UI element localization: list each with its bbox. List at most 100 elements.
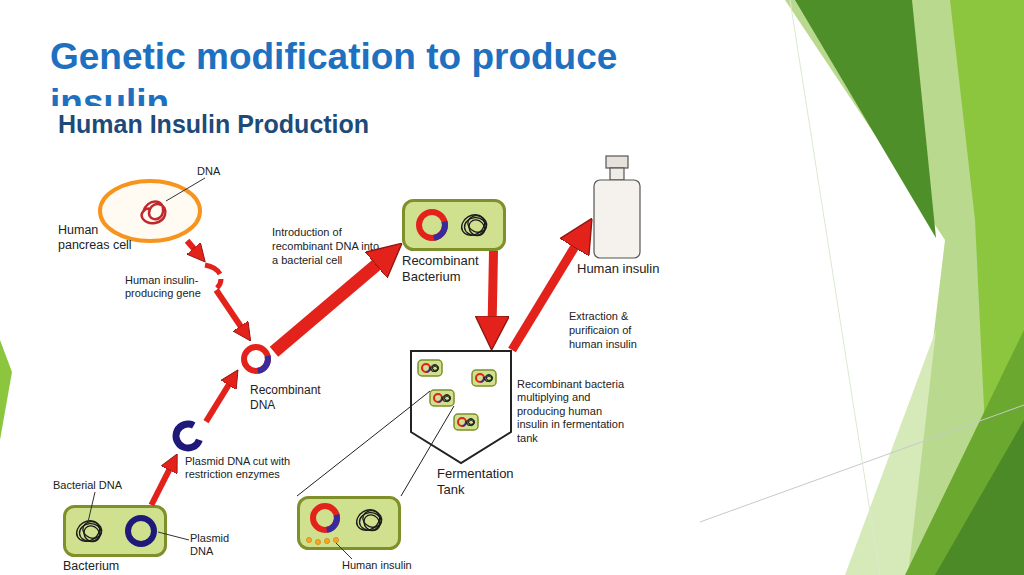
leader-line [336, 543, 352, 559]
node-label: Bacterium [63, 559, 153, 574]
arrow-label: Extraction & purificaion of human insuli… [569, 310, 661, 351]
recombinant-dna: Recombinant DNA [238, 341, 274, 377]
node-label: Recombinant DNA [250, 383, 324, 412]
insulin-dot [315, 539, 320, 544]
bacterial-dna-loop [441, 393, 451, 403]
bacterial-dna-loop [465, 417, 475, 427]
decor-line [790, 0, 880, 575]
bacterial-dna-loop [432, 365, 439, 372]
bottle-cap [606, 156, 628, 168]
bacterial-dna-loop [444, 395, 451, 402]
green-sliver [0, 340, 12, 440]
node-label: Recombinant bacteria multiplying and pro… [517, 378, 629, 445]
green-band [785, 0, 1024, 575]
node-shape [170, 418, 206, 454]
bacterial-dna-loop [429, 363, 439, 373]
cell-membrane [100, 181, 200, 241]
decor-line [700, 405, 1024, 522]
light-green-wedge [845, 330, 936, 575]
zoom-line [410, 391, 430, 407]
zoom-line [401, 406, 454, 496]
bacterial-dna-loop [486, 375, 493, 382]
bacterium-wall [299, 498, 400, 549]
node-shape [238, 341, 274, 377]
gene-fragment: Human insulin-producing gene [203, 262, 225, 290]
flow-arrow [216, 290, 250, 341]
leader-line [88, 492, 95, 522]
node-label: DNA [197, 165, 237, 178]
pancreas-cell: DNAHuman pancreas cell [97, 178, 203, 244]
node-label: Human insulin [577, 261, 677, 277]
recombinant-ring [421, 363, 431, 373]
bacterium-wall [418, 360, 442, 376]
node-shape [97, 178, 203, 244]
recombinant-ring [433, 393, 443, 403]
bacterial-dna-loop [353, 506, 383, 535]
node-label: Human pancreas cell [58, 223, 134, 254]
bottle-body [594, 180, 640, 258]
node-label: Human insulin [342, 559, 442, 572]
flow-arrow [297, 407, 410, 496]
insulin-dot [324, 538, 329, 543]
cut-plasmid [173, 420, 203, 451]
node-label: Human insulin-producing gene [125, 274, 225, 301]
green-wedge [905, 330, 1024, 575]
plasmid-ring [125, 515, 157, 547]
bacterium-wall [454, 414, 478, 430]
gene-fragment [217, 279, 221, 288]
flow-arrow [512, 218, 592, 350]
node-shape [592, 156, 642, 260]
bacterial-dna-loop [468, 419, 475, 426]
dna-squiggle [142, 202, 166, 224]
bacterial-dna-loop [466, 217, 488, 239]
bacterial-dna-loop [73, 517, 103, 546]
recombinant-ring [310, 503, 340, 533]
node-shape [410, 350, 512, 464]
bottle-neck [610, 168, 624, 180]
insulin-gene-segment [326, 514, 340, 533]
bacterium-wall [472, 370, 496, 386]
gene-fragment [205, 265, 220, 274]
bacterial-dna-loop [81, 523, 103, 545]
leader-line [166, 178, 205, 201]
node-shape [203, 262, 225, 290]
insulin-gene-segment [433, 221, 448, 241]
node-label: Bacterial DNA [53, 479, 143, 492]
tank-outline [411, 351, 511, 463]
insulin-dot [333, 537, 338, 542]
recombinant-bacterium: Recombinant Bacterium [402, 199, 506, 251]
diagram-heading: Human Insulin Production [58, 110, 478, 139]
bacterium: Bacterial DNAPlasmid DNABacterium [63, 505, 167, 557]
bacterial-dna-loop [483, 373, 493, 383]
flow-arrow [206, 370, 238, 422]
node-shape [402, 199, 506, 251]
bacterial-dna-loop [458, 211, 488, 240]
node-label: Plasmid DNA cut with restriction enzymes [185, 455, 310, 482]
insulin-gene-segment [257, 355, 271, 374]
arrow-label: Introduction of recombinant DNA into a b… [272, 226, 380, 267]
fermentation-tank: Recombinant bacteria multiplying and pro… [410, 350, 512, 464]
flow-arrow [151, 454, 177, 505]
insulin-dot [306, 537, 311, 542]
bacterial-dna-loop [467, 419, 475, 425]
insulin-bacterium: Human insulin [297, 496, 401, 550]
node-label: Recombinant Bacterium [402, 253, 497, 285]
bacterial-dna-loop [443, 395, 451, 401]
node-shape [297, 496, 401, 550]
recombinant-ring [416, 209, 448, 241]
bacterial-dna-loop [431, 365, 439, 371]
leader-line [158, 532, 189, 540]
recombinant-ring [241, 344, 271, 374]
bacterial-dna-loop [485, 375, 493, 381]
flow-arrow [187, 241, 205, 262]
recombinant-ring [475, 373, 485, 383]
flow-arrow [274, 243, 402, 352]
bacterium-wall [65, 507, 166, 556]
bacterium-wall [404, 201, 505, 250]
cut-plasmid: Plasmid DNA cut with restriction enzymes [170, 418, 206, 454]
insulin-bottle: Human insulin [592, 156, 642, 260]
dark-green-wedge [935, 420, 1024, 575]
node-shape [63, 505, 167, 557]
